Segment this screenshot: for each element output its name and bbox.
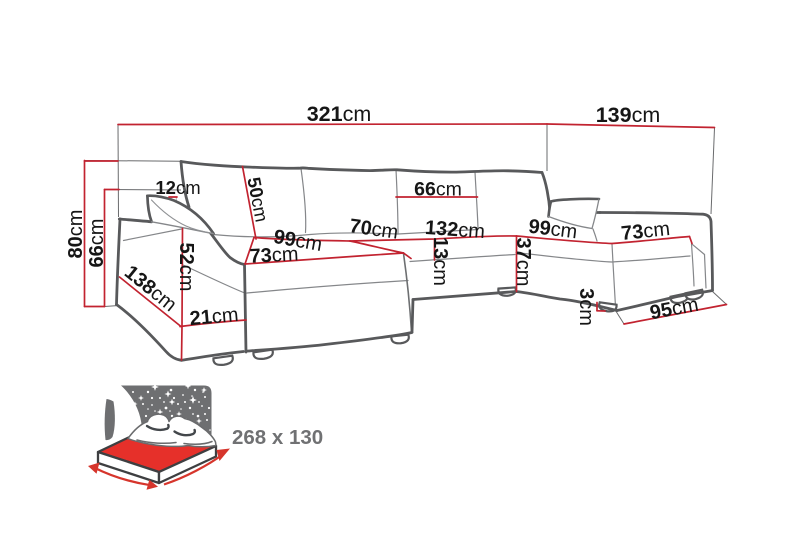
svg-text:73cm: 73cm bbox=[249, 243, 299, 268]
svg-text:99cm: 99cm bbox=[527, 216, 578, 244]
svg-text:268 x 130: 268 x 130 bbox=[232, 426, 323, 449]
svg-text:139cm: 139cm bbox=[596, 103, 661, 127]
svg-text:95cm: 95cm bbox=[648, 294, 700, 325]
svg-text:73cm: 73cm bbox=[620, 218, 671, 245]
svg-text:80cm: 80cm bbox=[65, 210, 87, 259]
svg-text:99cm: 99cm bbox=[272, 226, 324, 256]
svg-text:321cm: 321cm bbox=[307, 102, 372, 126]
svg-text:12cm: 12cm bbox=[155, 177, 200, 198]
svg-text:132cm: 132cm bbox=[424, 217, 485, 243]
svg-text:50cm: 50cm bbox=[243, 175, 272, 223]
svg-text:37cm: 37cm bbox=[512, 238, 534, 287]
svg-text:66cm: 66cm bbox=[86, 219, 108, 268]
svg-text:3cm: 3cm bbox=[575, 288, 597, 326]
svg-text:52cm: 52cm bbox=[175, 243, 197, 292]
svg-text:70cm: 70cm bbox=[348, 215, 400, 244]
svg-text:13cm: 13cm bbox=[429, 237, 451, 286]
svg-text:66cm: 66cm bbox=[414, 179, 462, 201]
svg-text:21cm: 21cm bbox=[189, 304, 240, 330]
